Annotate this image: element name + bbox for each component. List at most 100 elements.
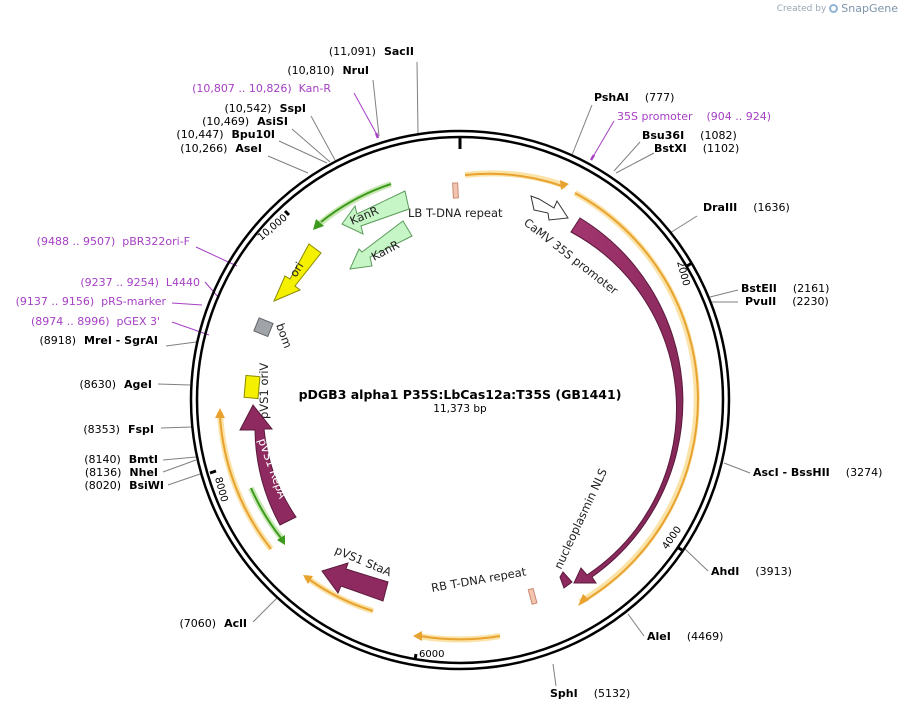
site-label-asisi[interactable]: (10,469)AsiSI bbox=[202, 115, 288, 128]
site-label-pvuii[interactable]: PvuII(2230) bbox=[745, 295, 829, 308]
orange-arc-4-head bbox=[303, 575, 313, 584]
leader-bsu36i bbox=[613, 141, 641, 172]
site-label-bmti[interactable]: (8140)BmtI bbox=[84, 453, 158, 466]
feature-lb-tdna-repeat[interactable] bbox=[452, 182, 459, 199]
site-label-bpu10i[interactable]: (10,447)Bpu10I bbox=[176, 128, 275, 141]
orange-arc-2-head bbox=[578, 594, 589, 606]
backbone bbox=[189, 129, 731, 671]
site-label-mrei-sgrai[interactable]: (8918)MreI - SgrAI bbox=[39, 334, 158, 347]
feature-ori[interactable] bbox=[273, 243, 322, 302]
snapgene-logo-icon bbox=[829, 4, 839, 13]
leader-bpu10i bbox=[278, 140, 328, 164]
primer-line-kanr bbox=[353, 92, 377, 134]
green-arrows bbox=[248, 181, 392, 545]
primer-labels: (10,807 .. 10,826) Kan-R 35S promoter (9… bbox=[16, 82, 771, 328]
ruler-tick-4000 bbox=[676, 545, 683, 552]
leader-drui bbox=[372, 79, 380, 137]
primer-label-l4440[interactable]: (9237 .. 9254) L4440 bbox=[80, 276, 200, 289]
ruler-tick-8000 bbox=[209, 469, 217, 475]
ruler-label-6000: 6000 bbox=[419, 649, 444, 660]
feature-bom[interactable] bbox=[253, 317, 274, 338]
feature-label-lb-tdna-repeat: LB T-DNA repeat bbox=[408, 206, 503, 220]
site-label-nhei[interactable]: (8136)NheI bbox=[85, 466, 158, 479]
leader-alei bbox=[627, 613, 645, 637]
orange-arc-4 bbox=[309, 579, 374, 612]
site-label-draiii[interactable]: DraIII(1636) bbox=[703, 201, 790, 214]
site-label-bstxi[interactable]: BstXI(1102) bbox=[654, 142, 739, 155]
site-label-sphi[interactable]: SphI(5132) bbox=[550, 687, 630, 700]
leader-asei bbox=[267, 155, 309, 174]
site-label-alei[interactable]: AleI(4469) bbox=[647, 630, 723, 643]
feature-label-camv-35s-promoter: CaMV 35S promoter bbox=[521, 215, 621, 297]
leader-ahdi bbox=[684, 548, 709, 572]
orange-arcs bbox=[215, 170, 700, 643]
primer-label-35s-promoter[interactable]: 35S promoter (904 .. 924) bbox=[617, 110, 771, 123]
orange-arc-3 bbox=[419, 635, 501, 641]
site-label-acli[interactable]: (7060)AclI bbox=[180, 617, 247, 630]
orange-arc-3-head bbox=[413, 631, 422, 641]
leader-bstxi bbox=[615, 152, 655, 174]
green-arrow-1-head bbox=[313, 219, 324, 230]
feature-pvs1-repa[interactable] bbox=[239, 404, 297, 526]
snapgene-credit: Created by SnapGene bbox=[777, 2, 898, 15]
feature-lbcpf1[interactable] bbox=[570, 217, 684, 584]
credit-prefix: Created by bbox=[776, 3, 827, 14]
feature-label-lbcpf1: LbCpf1 bbox=[661, 380, 675, 420]
feature-label-nucleoplasmin-nls: nucleoplasmin NLS bbox=[551, 466, 610, 571]
site-label-bsteii[interactable]: BstEII(2161) bbox=[741, 282, 829, 295]
primer-leader-lines bbox=[171, 92, 615, 336]
plasmid-size: 11,373 bp bbox=[433, 403, 487, 415]
primer-mark-35s bbox=[589, 154, 596, 161]
primer-label-pgex-3[interactable]: (8974 .. 8996) pGEX 3' bbox=[31, 315, 160, 328]
leader-nhei bbox=[162, 459, 197, 473]
primer-line-pgex3 bbox=[171, 321, 210, 336]
feature-pvs1-oriv[interactable] bbox=[243, 374, 261, 400]
primer-label-prs-marker[interactable]: (9137 .. 9156) pRS-marker bbox=[16, 295, 167, 308]
orange-arc-5-head bbox=[215, 408, 225, 418]
leader-sacii bbox=[416, 61, 419, 134]
primer-label-kanr[interactable]: (10,807 .. 10,826) Kan-R bbox=[192, 82, 331, 95]
orange-arc-1-head bbox=[560, 180, 569, 190]
leader-draiii bbox=[669, 215, 698, 234]
leader-pshai bbox=[571, 104, 593, 156]
credit-brand: SnapGene bbox=[841, 2, 898, 15]
site-label-ahdi[interactable]: AhdI(3913) bbox=[711, 565, 792, 578]
feature-camv-35s-promoter[interactable] bbox=[530, 195, 569, 221]
orange-arc-2 bbox=[574, 192, 699, 602]
site-label-agei[interactable]: (8630)AgeI bbox=[79, 378, 152, 391]
ruler-tick-2000 bbox=[686, 261, 693, 268]
feature-rb-tdna-repeat[interactable] bbox=[527, 587, 538, 605]
site-label-sacii[interactable]: (11,091)SacII bbox=[329, 45, 414, 58]
plasmid-title: pDGB3 alpha1 P35S:LbCas12a:T35S (GB1441)… bbox=[299, 387, 622, 415]
site-label-bsu36i[interactable]: Bsu36I(1082) bbox=[642, 129, 737, 142]
primer-line-pbr322ori bbox=[195, 246, 238, 267]
site-label-nrui[interactable]: (10,810)NruI bbox=[287, 64, 369, 77]
primer-line-35s bbox=[593, 120, 615, 156]
orange-arc-1 bbox=[464, 172, 563, 187]
site-label-asci-bsshii[interactable]: AscI - BssHII(3274) bbox=[753, 466, 882, 479]
site-label-sspi[interactable]: (10,542)SspI bbox=[224, 102, 306, 115]
leader-asci bbox=[723, 462, 751, 474]
feature-label-ori: ori bbox=[287, 259, 307, 279]
leader-asisi bbox=[291, 128, 331, 163]
ruler-tick-10000 bbox=[283, 209, 291, 217]
feature-kanr-2[interactable] bbox=[349, 220, 413, 270]
site-label-fspi[interactable]: (8353)FspI bbox=[83, 423, 154, 436]
ruler-tick-6000 bbox=[413, 653, 418, 661]
site-leader-lines bbox=[157, 61, 751, 687]
leader-acli bbox=[252, 596, 279, 623]
site-label-bsiwi[interactable]: (8020)BsiWI bbox=[84, 479, 164, 492]
green-arrow-2-head bbox=[277, 535, 285, 545]
primer-label-pbr322ori-f[interactable]: (9488 .. 9507) pBR322ori-F bbox=[37, 235, 190, 248]
green-arrow-1 bbox=[320, 183, 392, 223]
site-label-asei[interactable]: (10,266)AseI bbox=[180, 142, 262, 155]
leader-sphi bbox=[552, 663, 557, 687]
backbone-outer-strand bbox=[189, 129, 731, 671]
feature-nucleoplasmin-nls[interactable] bbox=[559, 571, 573, 589]
leader-sspi bbox=[310, 115, 336, 161]
feature-pvs1-staa[interactable] bbox=[321, 562, 389, 602]
leader-bsiwi bbox=[167, 473, 201, 486]
site-label-pshai[interactable]: PshAI(777) bbox=[594, 91, 674, 104]
feature-kanr-1[interactable] bbox=[341, 190, 410, 235]
